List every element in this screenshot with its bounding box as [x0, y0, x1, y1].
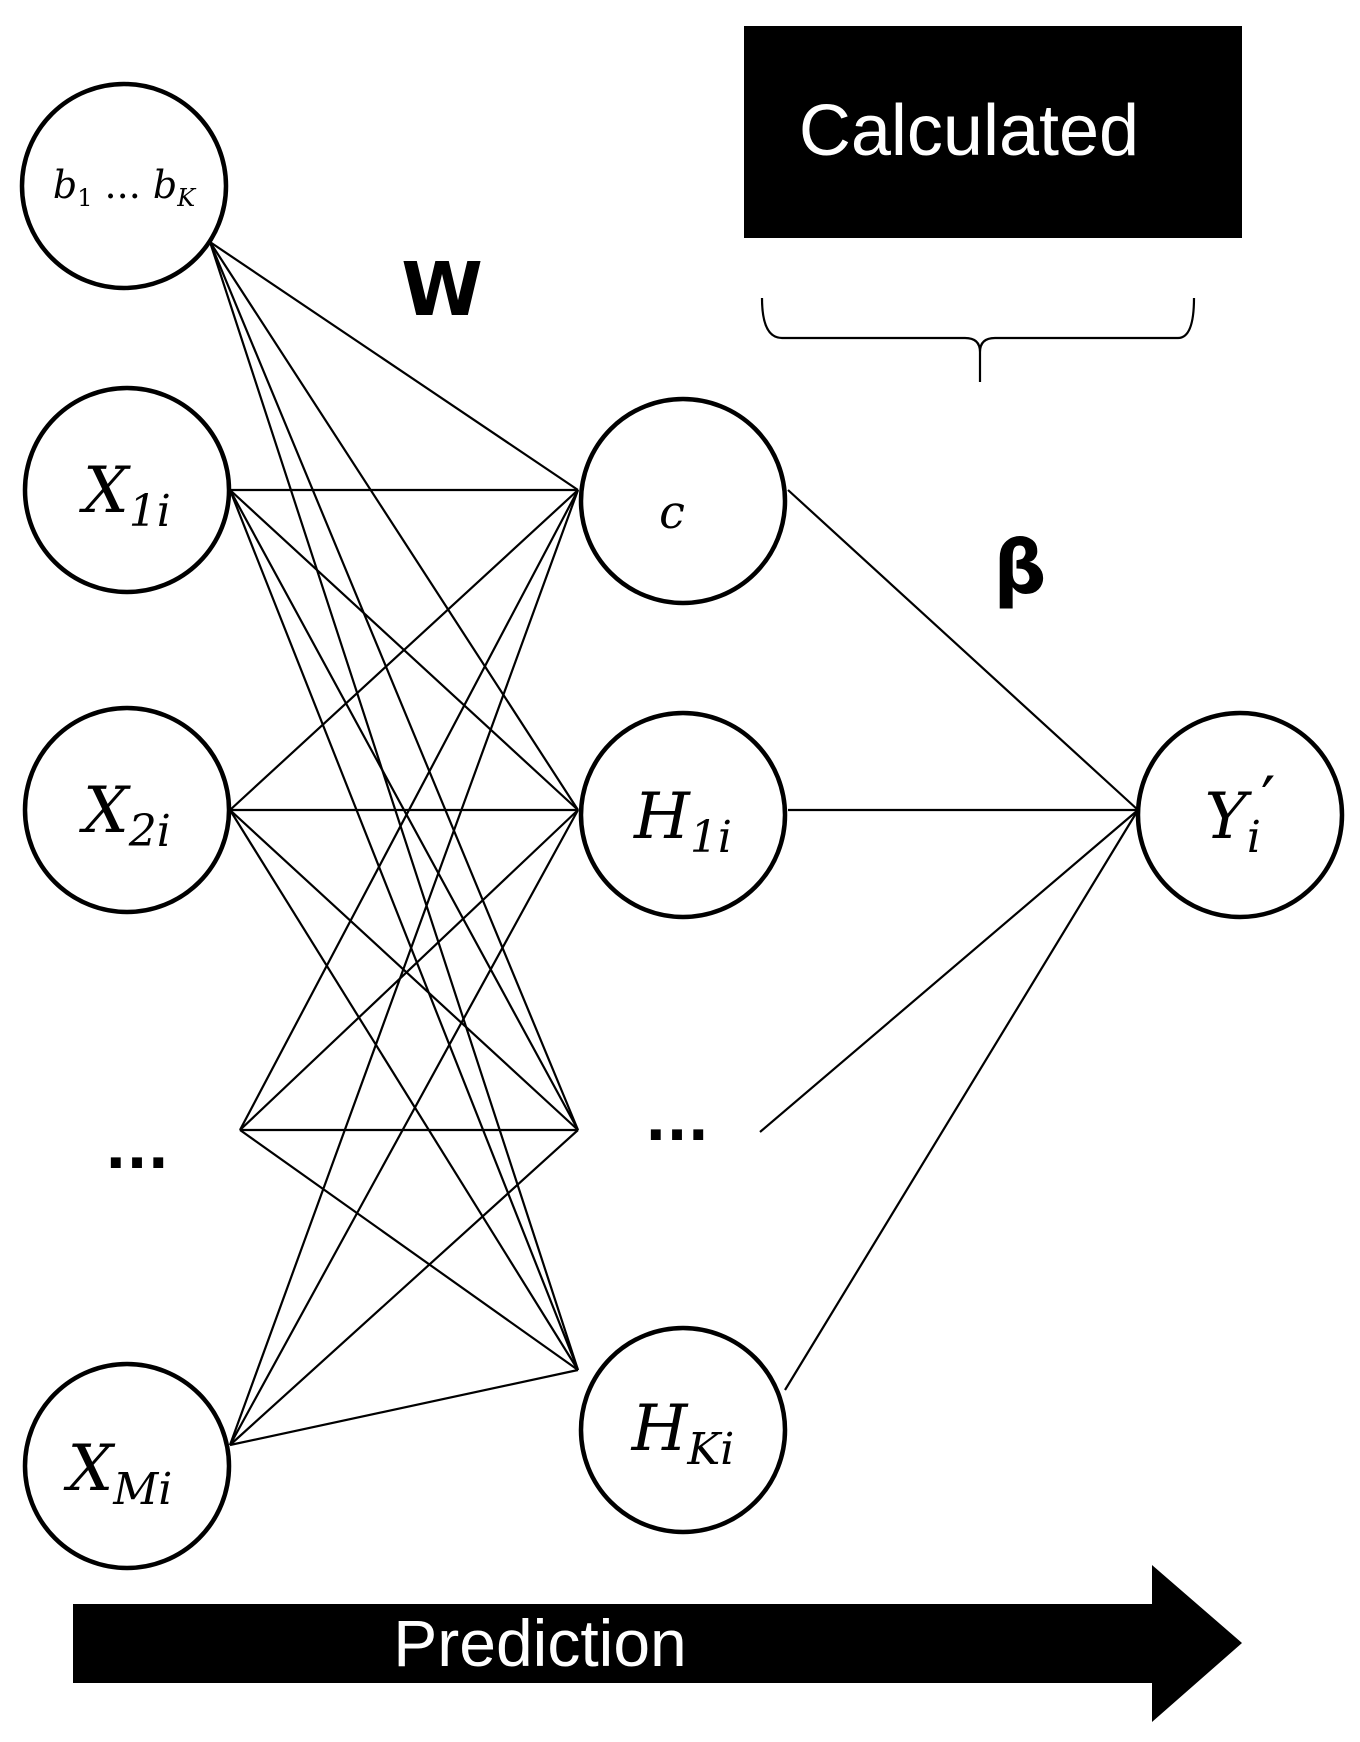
- edge: [239, 809, 579, 1131]
- hidden-ellipsis: ...: [645, 1089, 709, 1154]
- node-hk: HKi: [578, 1325, 788, 1535]
- edge: [229, 1129, 579, 1446]
- hk-main: H: [631, 1392, 689, 1466]
- edge: [209, 241, 579, 491]
- x2-sub: 2i: [128, 806, 171, 857]
- c-main: c: [659, 485, 685, 539]
- node-xm: XMi: [22, 1361, 232, 1571]
- xm-main: X: [63, 1432, 116, 1506]
- node-output: Yi′: [1135, 710, 1345, 920]
- xm-sub: Mi: [112, 1464, 172, 1515]
- node-c: c: [578, 396, 788, 606]
- edge: [229, 809, 579, 1446]
- edge: [229, 1368, 579, 1447]
- edges-dots-to-hidden: [239, 489, 579, 1371]
- h1-sub: 1i: [690, 812, 732, 863]
- edges-bias-to-hidden: [208, 241, 580, 1371]
- edge: [228, 489, 580, 1371]
- y-prime: ′: [1261, 764, 1276, 838]
- edges-hidden-to-output: [759, 489, 1139, 1391]
- bias-bk: b: [153, 163, 177, 207]
- edge: [229, 489, 579, 811]
- hk-sub: Ki: [686, 1424, 734, 1475]
- edge: [759, 809, 1139, 1133]
- x2-main: X: [78, 774, 131, 848]
- x1-main: X: [78, 454, 131, 528]
- bias-subk: K: [176, 184, 197, 212]
- y-sub: i: [1247, 812, 1261, 863]
- node-x1: X1i: [22, 385, 232, 595]
- svg-text:XMi: XMi: [63, 1432, 173, 1515]
- bias-sub1: 1: [77, 184, 92, 212]
- bias-dots: ...: [92, 163, 152, 207]
- brace-icon: [760, 297, 1196, 382]
- weights-beta-label: β: [994, 525, 1047, 611]
- node-h1: H1i: [578, 710, 788, 920]
- node-bias: b1 ... bK: [19, 81, 229, 291]
- edges-x1-to-hidden: [228, 488, 580, 1371]
- edge: [239, 1129, 579, 1371]
- prediction-label: Prediction: [393, 1606, 687, 1680]
- svg-text:H1i: H1i: [633, 780, 732, 863]
- edge: [208, 241, 580, 1131]
- bias-b1: b: [53, 163, 77, 207]
- edge: [209, 241, 579, 811]
- input-ellipsis: ...: [105, 1117, 169, 1182]
- edge: [784, 809, 1139, 1391]
- edge: [208, 241, 580, 1371]
- svg-text:X2i: X2i: [78, 774, 171, 857]
- svg-text:X1i: X1i: [78, 454, 171, 537]
- svg-text:b1 ... bK: b1 ... bK: [53, 163, 197, 212]
- svg-text:Yi′: Yi′: [1205, 764, 1276, 863]
- edge: [787, 489, 1139, 811]
- weights-w-label: W: [401, 247, 483, 333]
- node-x2: X2i: [22, 705, 232, 915]
- h1-main: H: [633, 780, 691, 854]
- x1-sub: 1i: [129, 486, 171, 537]
- svg-text:HKi: HKi: [631, 1392, 735, 1475]
- edge: [229, 809, 579, 1371]
- y-main: Y: [1205, 780, 1253, 854]
- edge: [239, 489, 579, 1131]
- calculated-label: Calculated: [799, 91, 1139, 171]
- prediction-arrow: Prediction: [73, 1565, 1242, 1722]
- edges-xm-to-hidden: [228, 489, 580, 1447]
- calculated-box: Calculated: [744, 26, 1242, 238]
- edge: [228, 489, 580, 1446]
